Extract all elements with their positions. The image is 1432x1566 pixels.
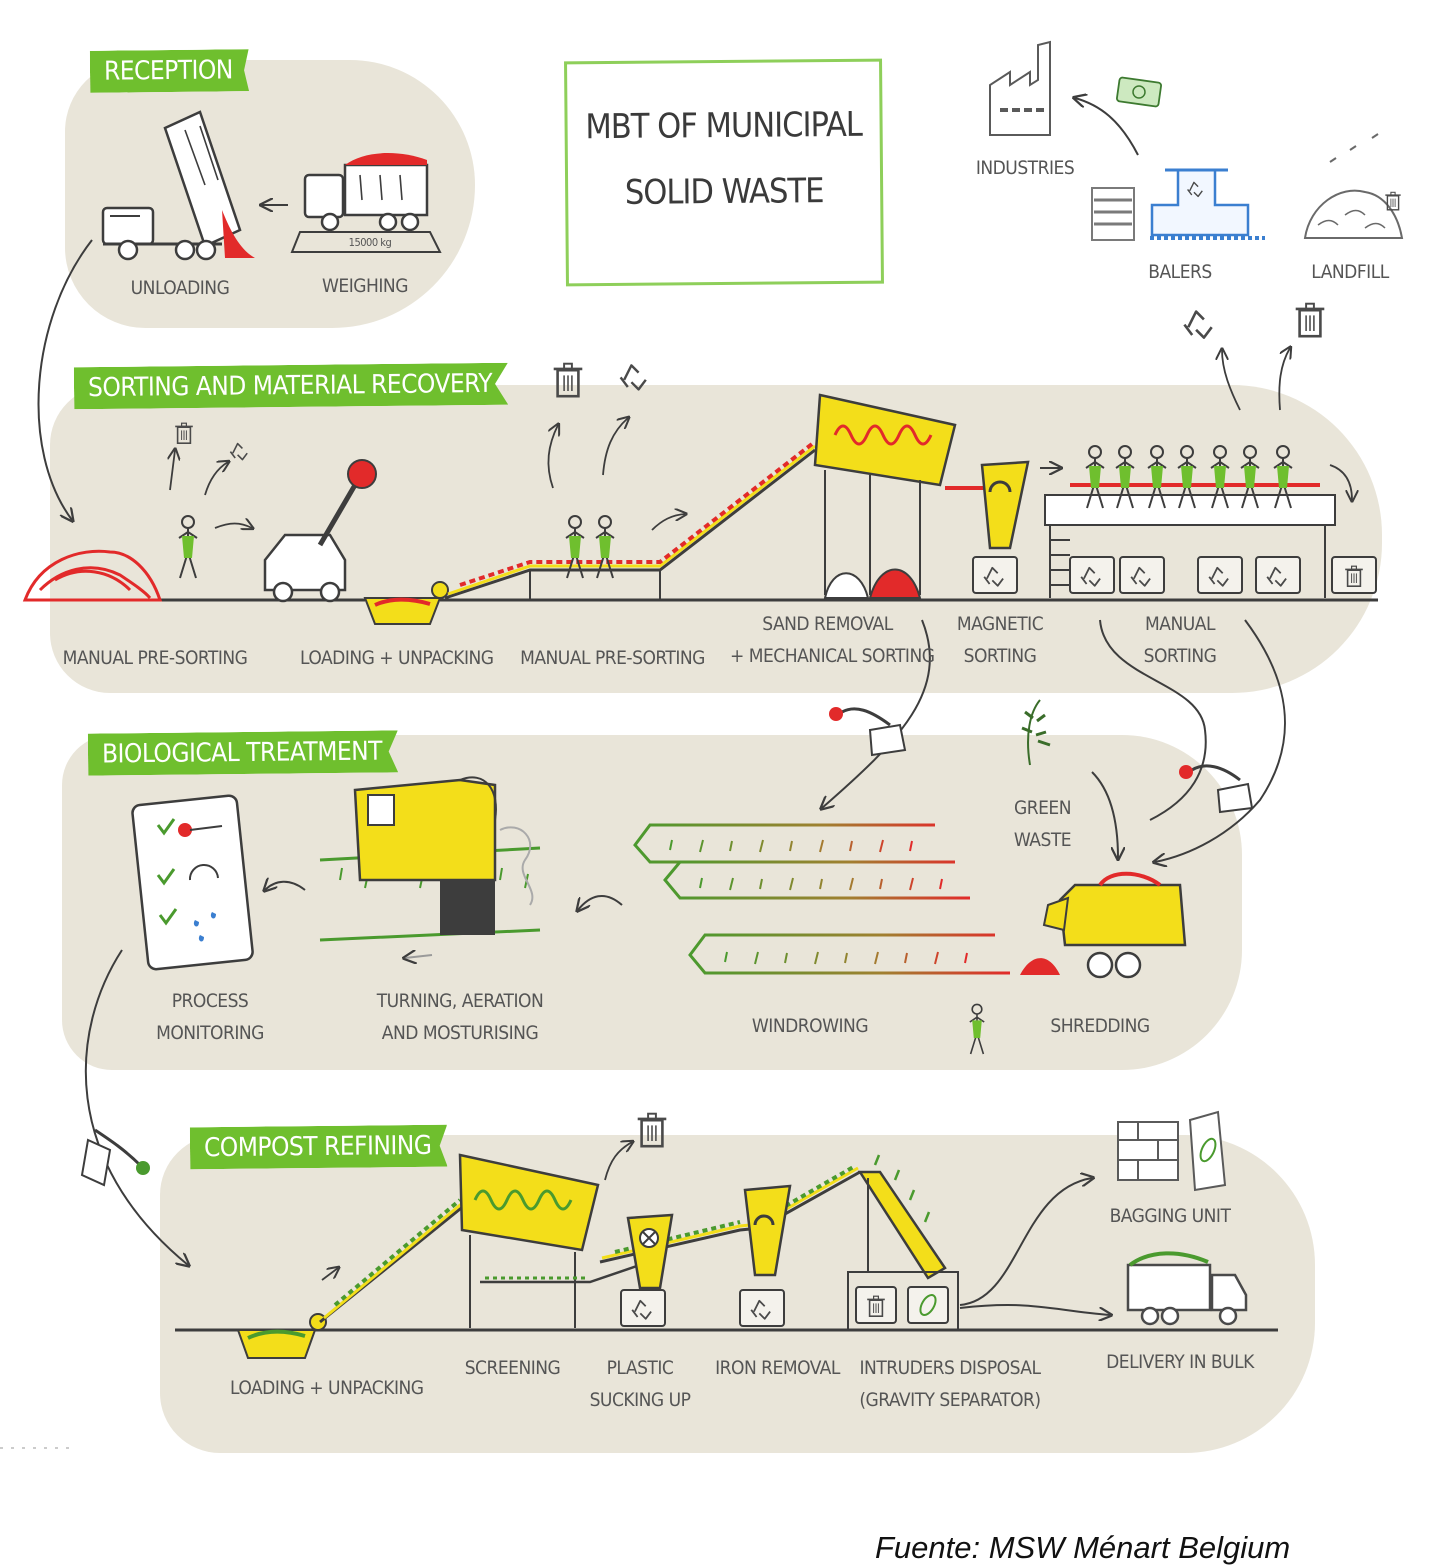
label-weighing: WEIGHING [322, 275, 408, 297]
baler-machine [1091, 168, 1265, 241]
label-green-waste-line-1: GREEN [1013, 797, 1072, 819]
loading-hopper-1 [363, 581, 449, 625]
label-green-waste: GREEN WASTE [1005, 792, 1080, 856]
biological-panel [62, 735, 1242, 1070]
label-manual-line-1: MANUAL [1145, 613, 1215, 635]
main-title-line-2: SOLID WASTE [624, 171, 824, 213]
money-bundle-icon [1116, 76, 1162, 108]
label-process-monitoring: PROCESS MONITORING [145, 985, 275, 1049]
label-balers: BALERS [1148, 261, 1212, 283]
label-loading-unpacking-1: LOADING + UNPACKING [300, 647, 494, 669]
label-magnetic-line-2: SORTING [963, 645, 1037, 667]
label-iron-removal: IRON REMOVAL [715, 1357, 840, 1379]
reception-banner: RECEPTION [90, 49, 249, 93]
trommel-screen [813, 393, 957, 599]
label-process-line-1: PROCESS [171, 990, 249, 1012]
label-industries: INDUSTRIES [975, 157, 1075, 179]
label-sand-removal-line-2: + MECHANICAL SORTING [730, 645, 935, 667]
manual-sorting-cabin [1044, 483, 1336, 598]
iron-removal [740, 1184, 792, 1326]
label-sand-removal: SAND REMOVAL + MECHANICAL SORTING [730, 608, 935, 672]
label-intruders-disposal: INTRUDERS DISPOSAL (GRAVITY SEPARATOR) [855, 1352, 1045, 1416]
windrow-piles [633, 823, 1010, 975]
label-process-line-2: MONITORING [156, 1022, 264, 1044]
delivery-truck [1126, 1251, 1248, 1326]
green-waste-plant [1021, 699, 1051, 766]
label-intruders-line-2: (GRAVITY SEPARATOR) [859, 1389, 1041, 1411]
label-manual-line-2: SORTING [1143, 645, 1217, 667]
magnetic-separator [973, 460, 1030, 593]
gravity-separator [847, 1154, 959, 1331]
waste-pile [22, 549, 163, 602]
shredder-machine [1020, 871, 1187, 979]
label-delivery-in-bulk: DELIVERY IN BULK [1106, 1351, 1254, 1373]
unloading-truck [101, 110, 255, 261]
monitoring-clipboard [131, 794, 254, 971]
label-manual-sorting: MANUAL SORTING [1130, 608, 1230, 672]
label-shredding: SHREDDING [1050, 1015, 1150, 1037]
industries-factory [989, 40, 1051, 136]
label-plastic-sucking: PLASTIC SUCKING UP [585, 1352, 695, 1416]
biological-banner: BIOLOGICAL TREATMENT [88, 730, 398, 775]
windrow-turner [319, 776, 541, 942]
main-title: MBT OF MUNICIPAL SOLID WASTE [567, 92, 880, 227]
label-landfill: LANDFILL [1311, 261, 1389, 283]
bagging-pallet [1117, 1110, 1227, 1192]
scale-reading: 15000 kg [348, 236, 392, 249]
label-turning-line-1: TURNING, AERATION [376, 990, 544, 1012]
compost-banner: COMPOST REFINING [190, 1125, 448, 1170]
label-windrowing: WINDROWING [751, 1015, 869, 1037]
source-caption: Fuente: MSW Ménart Belgium [875, 1530, 1291, 1565]
sorting-panel [50, 385, 1382, 693]
label-bagging-unit: BAGGING UNIT [1109, 1205, 1231, 1227]
label-manual-presorting-2: MANUAL PRE-SORTING [520, 647, 705, 669]
label-intruders-line-1: INTRUDERS DISPOSAL [859, 1357, 1042, 1379]
loader-icon-3 [80, 1128, 150, 1187]
weighing-truck [290, 153, 442, 253]
label-turning-line-2: AND MOSTURISING [381, 1022, 539, 1044]
main-title-box: MBT OF MUNICIPAL SOLID WASTE [564, 58, 884, 287]
compost-screen [458, 1153, 641, 1328]
label-screening: SCREENING [464, 1357, 561, 1379]
label-turning: TURNING, AERATION AND MOSTURISING [375, 985, 545, 1049]
label-sand-removal-line-1: SAND REMOVAL [762, 613, 893, 635]
main-title-line-1: MBT OF MUNICIPAL [585, 104, 862, 148]
label-green-waste-line-2: WASTE [1013, 829, 1072, 851]
landfill-mound [1303, 133, 1404, 239]
label-magnetic-sorting: MAGNETIC SORTING [945, 608, 1055, 672]
label-loading-unpacking-2: LOADING + UNPACKING [230, 1377, 424, 1399]
label-magnetic-line-1: MAGNETIC [956, 613, 1044, 635]
loading-hopper-2 [236, 1313, 327, 1359]
label-plastic-line-1: PLASTIC [606, 1357, 674, 1379]
label-manual-presorting-1: MANUAL PRE-SORTING [62, 647, 248, 669]
sorting-banner: SORTING AND MATERIAL RECOVERY [74, 363, 508, 410]
label-plastic-line-2: SUCKING UP [589, 1389, 691, 1411]
plastic-suction [621, 1213, 674, 1326]
label-unloading: UNLOADING [130, 277, 230, 299]
loader-icon-2 [1179, 764, 1254, 814]
loader-icon-1 [829, 707, 907, 757]
loader-vehicle [263, 459, 377, 603]
